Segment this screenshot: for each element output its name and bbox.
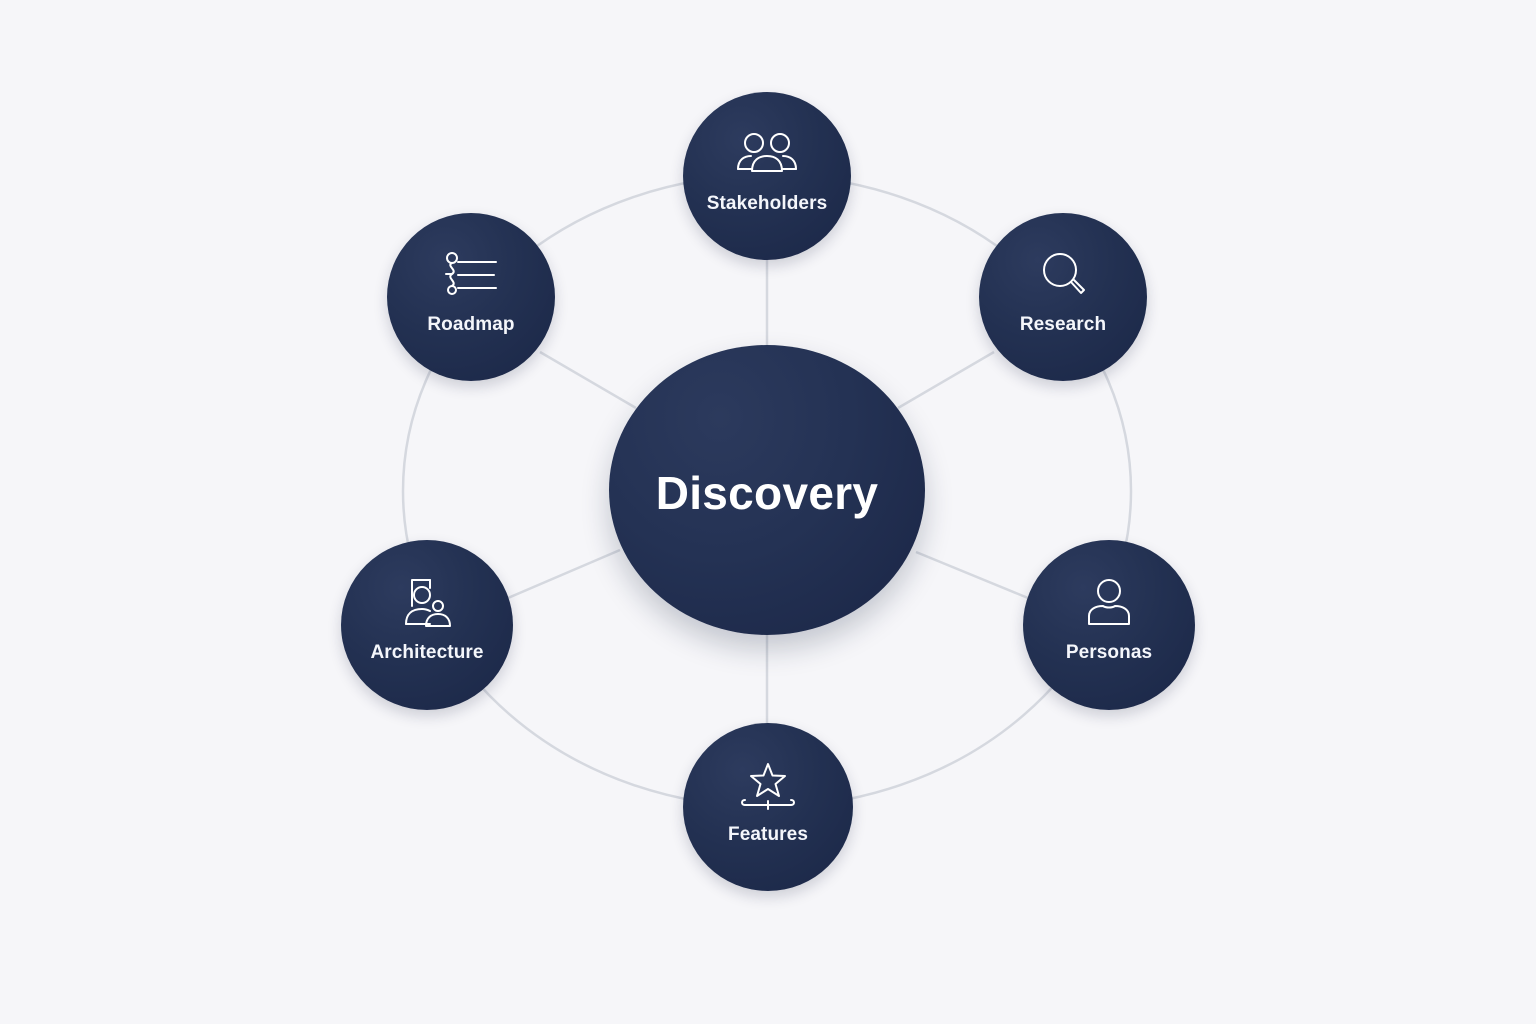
node-label: Architecture xyxy=(370,642,484,663)
node-architecture[interactable]: Architecture xyxy=(341,540,513,710)
magnifier-icon xyxy=(1030,250,1096,302)
spoke-architecture xyxy=(507,548,621,600)
center-label: Discovery xyxy=(655,467,879,519)
spoke-research xyxy=(897,350,995,410)
node-roadmap[interactable]: Roadmap xyxy=(387,213,555,381)
spoke-personas xyxy=(915,550,1029,600)
node-label: Stakeholders xyxy=(706,193,828,214)
person-icon xyxy=(1076,578,1142,630)
node-label: Roadmap xyxy=(427,314,515,335)
node-label: Research xyxy=(1019,314,1107,335)
node-personas[interactable]: Personas xyxy=(1023,540,1195,710)
node-stakeholders[interactable]: Stakeholders xyxy=(683,92,851,260)
node-label: Personas xyxy=(1065,642,1153,663)
star-icon xyxy=(735,760,801,812)
node-label: Features xyxy=(727,824,808,845)
node-research[interactable]: Research xyxy=(979,213,1147,381)
node-features[interactable]: Features xyxy=(683,723,853,891)
center-node-discovery[interactable]: Discovery xyxy=(609,345,925,635)
people-group-icon xyxy=(734,129,800,181)
profile-frame-icon xyxy=(394,578,460,630)
roadmap-lines-icon xyxy=(438,250,504,302)
spoke-roadmap xyxy=(539,350,637,410)
